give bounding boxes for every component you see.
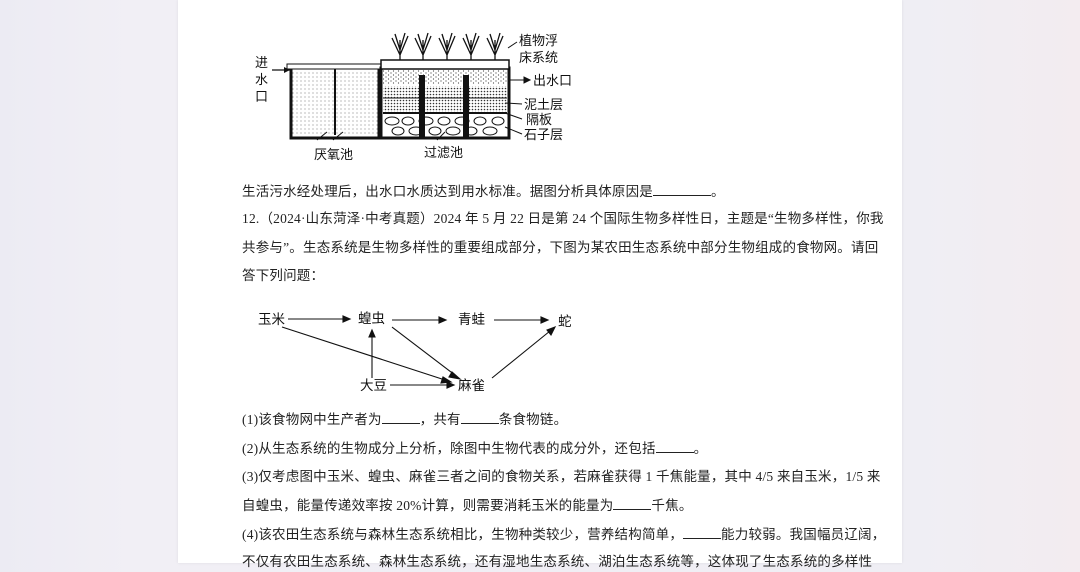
answer-blank[interactable] (460, 409, 499, 424)
snake-label: 蛇 (558, 314, 572, 330)
plant-bed-label-1: 植物浮 (519, 34, 558, 49)
q12-line-2: 共参与”。生态系统是生物多样性的重要组成部分，下图为某农田生态系统中部分生物组成… (242, 240, 879, 255)
filter-tank (379, 59, 511, 140)
inlet-label-3: 口 (255, 90, 268, 105)
subq-4-text-b: 能力较弱。我国幅员辽阔， (721, 527, 886, 542)
inlet-label-2: 水 (255, 73, 268, 88)
subq-1-text-a: (1)该食物网中生产者为 (242, 412, 382, 427)
answer-blank[interactable] (683, 524, 722, 539)
soybean-label: 大豆 (360, 378, 387, 394)
subq-2-text-a: (2)从生态系统的生物成分上分析，除图中生物代表的成分外，还包括 (242, 441, 656, 456)
partition-label: 隔板 (526, 113, 552, 128)
stone-layer-label: 石子层 (524, 128, 563, 143)
corn-label: 玉米 (258, 312, 285, 328)
locust-label: 蝗虫 (358, 311, 385, 327)
label-pointers (316, 41, 532, 141)
subq-3-line-2: 自蝗虫，能量传递效率按 20%计算，则需要消耗玉米的能量为 千焦。 (242, 495, 693, 516)
subq-2: (2)从生态系统的生物成分上分析，除图中生物代表的成分外，还包括 。 (242, 438, 707, 459)
anaerobic-tank-label: 厌氧池 (314, 148, 353, 163)
subq-3-text-b: 千焦。 (651, 498, 693, 513)
subq-2-text-b: 。 (693, 441, 708, 456)
outlet-label: 出水口 (533, 74, 572, 89)
answer-blank[interactable] (653, 181, 711, 196)
mud-layer-label: 泥土层 (524, 98, 563, 113)
sparrow-label: 麻雀 (458, 378, 485, 394)
floating-plants (391, 32, 504, 60)
subq-4-text-a: (4)该农田生态系统与森林生态系统相比，生物种类较少，营养结构简单， (242, 527, 684, 542)
inlet-label-1: 进 (255, 56, 268, 71)
subq-4-line-1: (4)该农田生态系统与森林生态系统相比，生物种类较少，营养结构简单， 能力较弱。我… (242, 524, 885, 545)
answer-blank[interactable] (655, 438, 694, 453)
plant-bed-label-2: 床系统 (519, 51, 558, 66)
q11-tail-end: 。 (711, 184, 725, 199)
subq-4-line-2: 不仅有农田生态系统、森林生态系统，还有湿地生态系统、湖泊生态系统等，这体现了生态… (242, 554, 873, 569)
food-web-diagram: 玉米 蝗虫 青蛙 蛇 大豆 麻雀 (258, 311, 572, 394)
q12-line-1: 12.（2024·山东菏泽·中考真题）2024 年 5 月 22 日是第 24 … (242, 211, 884, 226)
subq-3-line-1: (3)仅考虑图中玉米、蝗虫、麻雀三者之间的食物关系，若麻雀获得 1 千焦能量，其… (242, 469, 881, 484)
filter-tank-label: 过滤池 (424, 146, 463, 161)
q11-tail-line: 生活污水经处理后，出水口水质达到用水标准。据图分析具体原因是 。 (242, 181, 725, 202)
subq-1-text-b: ，共有 (419, 412, 461, 427)
anaerobic-tank (286, 63, 384, 140)
subq-1: (1)该食物网中生产者为 ，共有 条食物链。 (242, 409, 567, 430)
inlet-arrow (272, 67, 290, 73)
answer-blank[interactable] (613, 495, 652, 510)
q11-tail-text: 生活污水经处理后，出水口水质达到用水标准。据图分析具体原因是 (242, 184, 653, 199)
answer-blank[interactable] (381, 409, 420, 424)
subq-1-text-c: 条食物链。 (498, 412, 568, 427)
subq-3-text-a: 自蝗虫，能量传递效率按 20%计算，则需要消耗玉米的能量为 (242, 498, 614, 513)
frog-label: 青蛙 (458, 312, 485, 328)
q12-line-3: 答下列问题： (242, 268, 325, 283)
